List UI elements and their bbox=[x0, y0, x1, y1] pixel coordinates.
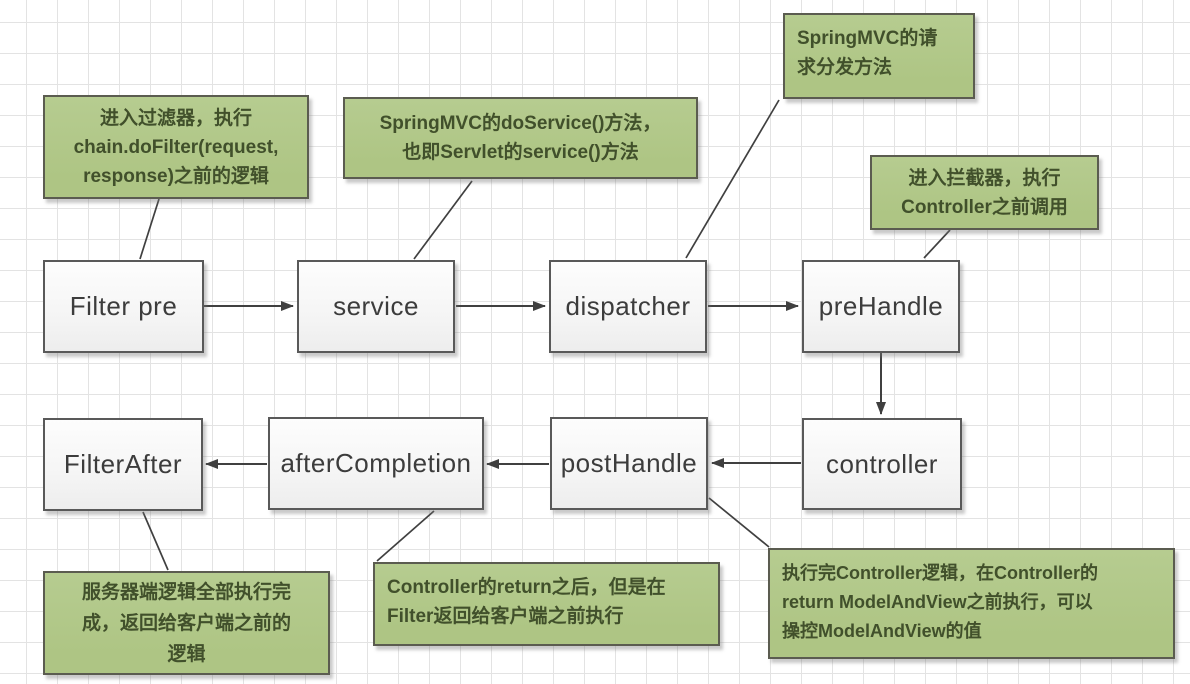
connector-note-prehandle bbox=[923, 229, 951, 259]
node-posthandle: postHandle bbox=[550, 417, 708, 510]
node-filterafter: FilterAfter bbox=[43, 418, 203, 511]
connector-note-posthandle bbox=[708, 497, 770, 548]
connector-note-service bbox=[413, 180, 473, 260]
note-aftercompletion: Controller的return之后，但是在 Filter返回给客户端之前执行 bbox=[373, 562, 720, 646]
note-filter-pre: 进入过滤器，执行 chain.doFilter(request, respons… bbox=[43, 95, 309, 199]
note-service: SpringMVC的doService()方法， 也即Servlet的servi… bbox=[343, 97, 698, 179]
node-controller: controller bbox=[802, 418, 962, 510]
node-prehandle: preHandle bbox=[802, 260, 960, 353]
node-service: service bbox=[297, 260, 455, 353]
note-prehandle: 进入拦截器，执行 Controller之前调用 bbox=[870, 155, 1099, 230]
connector-note-filterpre bbox=[139, 198, 160, 260]
node-filter-pre: Filter pre bbox=[43, 260, 204, 353]
connector-note-filterafter bbox=[142, 511, 169, 571]
node-aftercompletion: afterCompletion bbox=[268, 417, 484, 510]
connector-note-dispatcher bbox=[685, 99, 780, 259]
note-posthandle: 执行完Controller逻辑，在Controller的 return Mode… bbox=[768, 548, 1175, 659]
note-filterafter: 服务器端逻辑全部执行完 成，返回给客户端之前的 逻辑 bbox=[43, 571, 330, 675]
node-dispatcher: dispatcher bbox=[549, 260, 707, 353]
note-dispatcher: SpringMVC的请 求分发方法 bbox=[783, 13, 975, 99]
connector-note-aftercompletion bbox=[376, 510, 435, 562]
